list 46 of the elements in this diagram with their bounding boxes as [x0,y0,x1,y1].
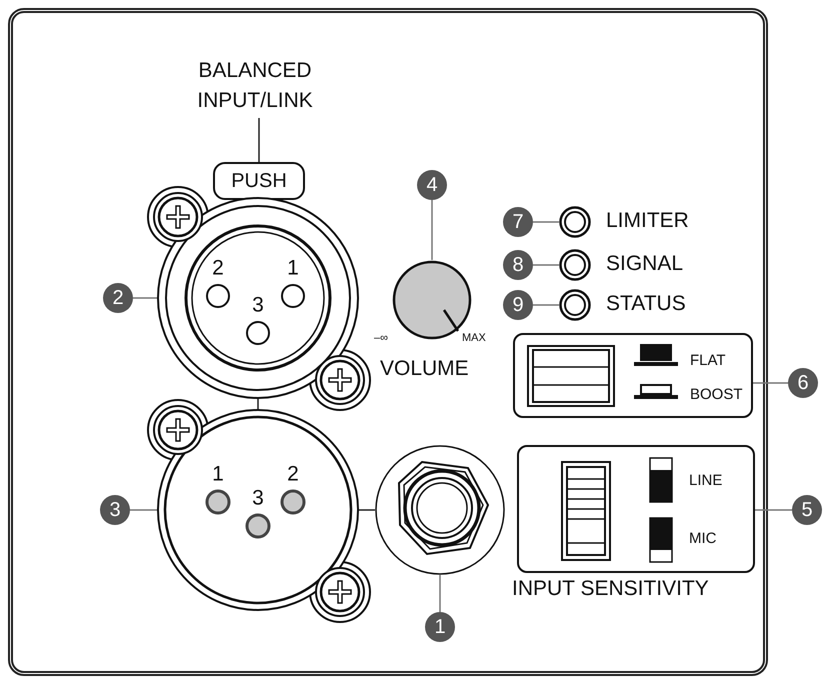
switch-panel [517,445,755,573]
pin-number: 2 [212,258,224,278]
leader-line [533,264,559,266]
control-label: INPUT SENSITIVITY [512,578,709,599]
leader-line [439,575,441,612]
indicator-label: SIGNAL [606,253,684,274]
led-indicator [559,289,591,321]
callout-number: 7 [503,207,533,237]
leader-line [431,200,433,260]
leader-line [130,509,158,511]
leader-line [753,382,788,384]
leader-line [358,509,375,511]
leader-line [755,509,792,511]
jack-socket [375,445,505,575]
switch-label: LINE [689,473,722,488]
push-latch: PUSH [213,162,305,200]
leader-line [533,221,559,223]
callout-number: 1 [425,612,455,642]
leader-line [133,297,158,299]
callout-number: 6 [788,368,818,398]
led-indicator [559,249,591,281]
callout-number: 9 [503,290,533,320]
callout-number: 5 [792,495,822,525]
pin-number: 2 [287,464,299,484]
connector-label: BALANCED INPUT/LINK [165,54,345,118]
callout-number: 3 [100,495,130,525]
callout-number: 8 [503,250,533,280]
callout-number: 2 [103,283,133,313]
pin-number: 3 [252,294,264,316]
callout-number: 4 [417,170,447,200]
switch-label: BOOST [690,387,743,402]
indicator-label: LIMITER [606,210,689,231]
led-indicator [559,206,591,238]
control-label: VOLUME [380,358,469,379]
scale-label: MAX [462,333,486,344]
pin-number: 3 [252,488,264,508]
pin-number: 1 [212,464,224,484]
leader-line [257,398,259,410]
switch-label: FLAT [690,353,726,368]
pin-number: 1 [287,258,299,278]
indicator-label: STATUS [606,293,686,314]
leader-line [533,304,559,306]
switch-panel [513,333,753,418]
leader-line [258,118,260,162]
switch-label: MIC [689,531,716,546]
scale-label: –∞ [374,333,388,344]
